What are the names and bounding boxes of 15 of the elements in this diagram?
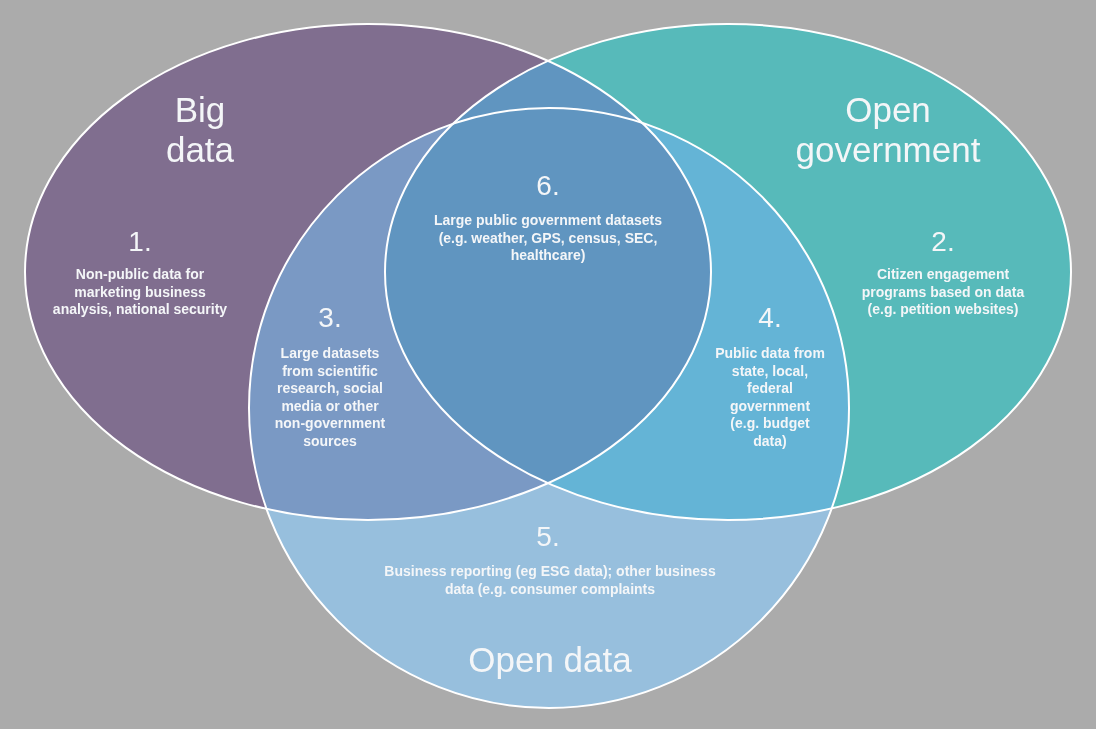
region-description: Business reporting (eg ESG data); other business data (e.g. consumer complaints xyxy=(383,563,717,598)
region-description: Large public government datasets (e.g. weather, GPS, census, SEC, healthcare) xyxy=(433,212,663,265)
region-description: Citizen engagement programs based on data (e.g. petition websites) xyxy=(860,266,1026,319)
region-number: 4. xyxy=(757,301,783,335)
set-title: Open government xyxy=(794,90,982,171)
region-number: 6. xyxy=(535,169,561,203)
region-number: 2. xyxy=(930,225,956,259)
region-description: Public data from state, local, federal government (e.g. budget data) xyxy=(714,345,826,450)
region-description: Large datasets from scientific research, social media or other non-government sources xyxy=(273,345,387,450)
region-number: 5. xyxy=(535,520,561,554)
region-number: 1. xyxy=(127,225,153,259)
region-number: 3. xyxy=(317,301,343,335)
region-description: Non-public data for marketing business analysis, national security xyxy=(51,266,229,319)
set-title: Open data xyxy=(467,640,633,681)
set-title: Big data xyxy=(164,90,236,171)
